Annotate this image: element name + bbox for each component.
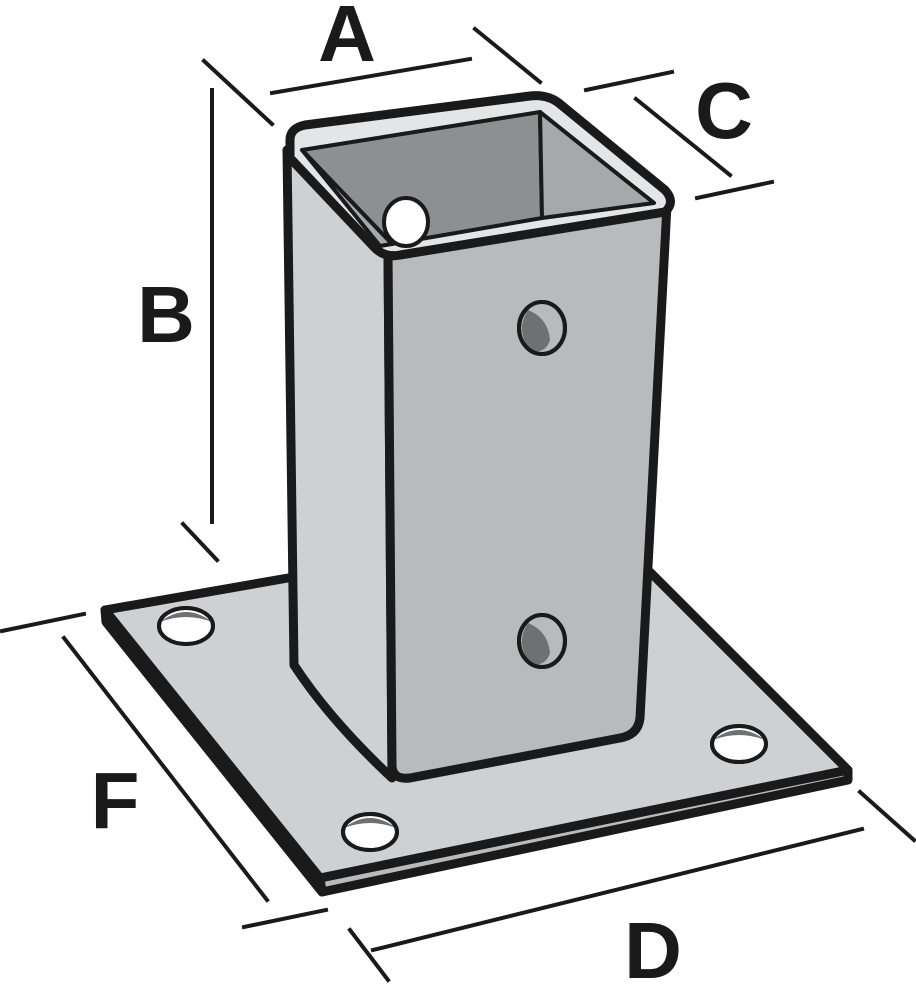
mounting-holes	[157, 606, 768, 852]
mounting-hole-front-left	[341, 812, 399, 852]
socket-left-face	[282, 145, 397, 783]
label-f: F	[91, 756, 140, 845]
post-socket	[282, 91, 675, 783]
dimension-labels: A B C D F	[91, 0, 753, 989]
label-a: A	[318, 0, 376, 78]
label-b: B	[137, 270, 195, 359]
mounting-hole-back-left	[157, 606, 215, 646]
dimension-lines	[0, 26, 916, 983]
socket-hole-inner	[382, 196, 430, 248]
socket-hole-lower	[517, 613, 567, 669]
socket-inner-side	[538, 110, 656, 220]
socket-front-face	[383, 200, 672, 783]
mounting-hole-front-right	[710, 724, 768, 764]
socket-hole-upper	[517, 300, 567, 356]
label-d: D	[624, 906, 682, 989]
label-c: C	[695, 66, 753, 155]
socket-inner-left	[300, 148, 394, 248]
